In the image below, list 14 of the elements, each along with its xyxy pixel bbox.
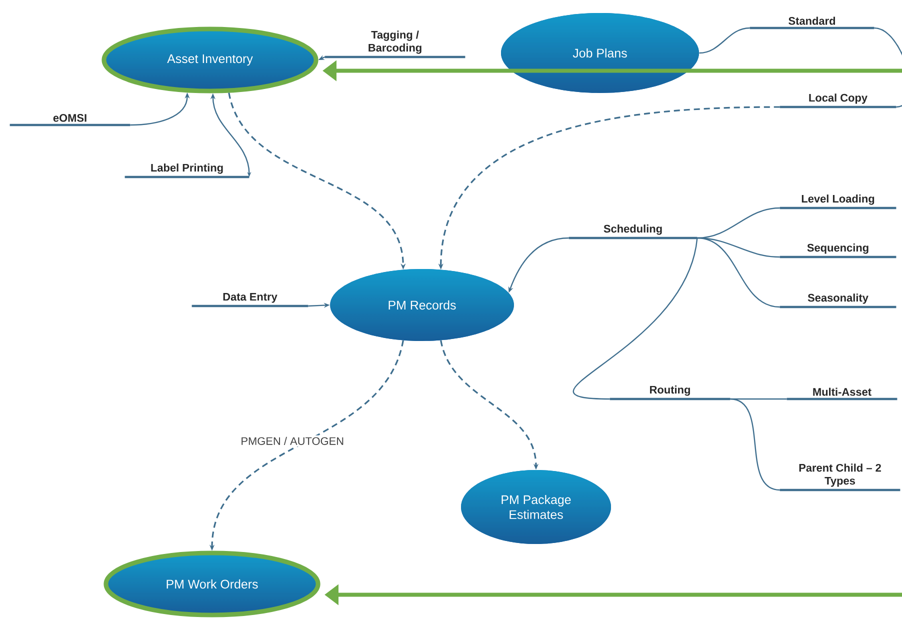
subtopic-label: Routing xyxy=(610,386,730,400)
subtopic-label: eOMSI xyxy=(10,114,130,126)
subtopic-label: Data Entry xyxy=(192,293,308,308)
subtopic-label: Standard xyxy=(750,16,874,30)
subtopic-label: Tagging / Barcoding xyxy=(324,30,466,58)
edge-label: PMGEN / AUTOGEN xyxy=(239,435,346,446)
subtopic-label: Local Copy xyxy=(780,94,896,108)
subtopic-label: Label Printing xyxy=(124,164,250,178)
subtopic-label: Seasonality xyxy=(780,294,896,308)
subtopic-label: Parent Child – 2 Types xyxy=(780,464,900,492)
subtopic-label: Multi-Asset xyxy=(786,388,898,400)
subtopic-label: Scheduling xyxy=(568,224,698,240)
subtopic-label: Level Loading xyxy=(780,194,896,210)
subtopic-label: Sequencing xyxy=(780,244,896,258)
